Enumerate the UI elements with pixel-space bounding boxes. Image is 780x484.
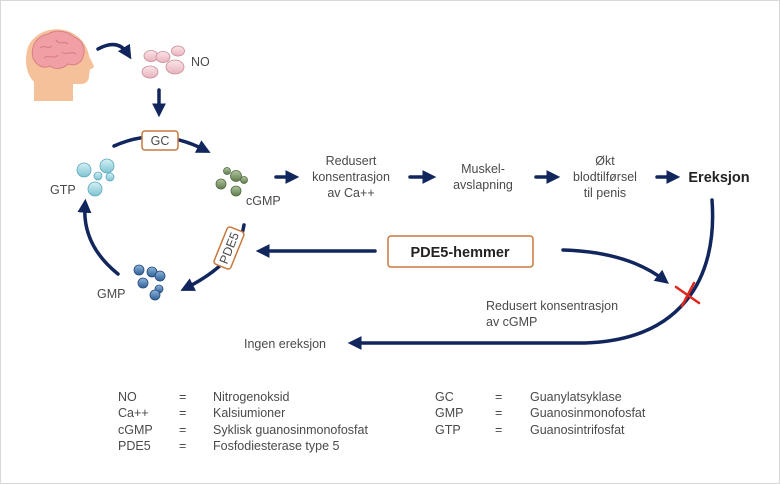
arrow-gmp-to-gtp bbox=[77, 198, 120, 276]
step-reduced-ca: Redusert konsentrasjon av Ca++ bbox=[312, 154, 390, 200]
step-increased-blood-flow: Økt blodtilførsel til penis bbox=[573, 154, 637, 200]
gtp-molecules bbox=[76, 158, 115, 197]
gc-label: GC bbox=[151, 134, 170, 148]
svg-text:GC: GC bbox=[435, 390, 454, 404]
pde5-box: PDE5 bbox=[213, 226, 245, 270]
svg-text:=: = bbox=[495, 406, 502, 420]
step-muscle-relaxation: Muskel- avslapning bbox=[453, 162, 513, 192]
svg-text:cGMP: cGMP bbox=[118, 423, 153, 437]
inhibitor-box bbox=[387, 235, 534, 268]
legend-row: GTP = Guanosintrifosfat bbox=[435, 423, 625, 437]
svg-text:GTP: GTP bbox=[435, 423, 461, 437]
arrow-head-to-no bbox=[96, 42, 132, 60]
svg-text:Økt: Økt bbox=[595, 154, 615, 168]
svg-text:Redusert: Redusert bbox=[326, 154, 377, 168]
cgmp-molecules bbox=[215, 167, 248, 197]
svg-text:Nitrogenoksid: Nitrogenoksid bbox=[213, 390, 289, 404]
svg-text:blodtilførsel: blodtilførsel bbox=[573, 170, 637, 184]
svg-text:Ca++: Ca++ bbox=[118, 406, 149, 420]
svg-text:Redusert konsentrasjon: Redusert konsentrasjon bbox=[486, 299, 618, 313]
no-label: NO bbox=[191, 55, 210, 69]
svg-text:=: = bbox=[179, 439, 186, 453]
gtp-label: GTP bbox=[50, 183, 76, 197]
svg-text:Kalsiumioner: Kalsiumioner bbox=[213, 406, 285, 420]
svg-text:Guanylatsyklase: Guanylatsyklase bbox=[530, 390, 622, 404]
gmp-molecules bbox=[133, 264, 166, 301]
svg-text:GMP: GMP bbox=[435, 406, 463, 420]
svg-text:av Ca++: av Ca++ bbox=[327, 186, 374, 200]
svg-text:Guanosintrifosfat: Guanosintrifosfat bbox=[530, 423, 625, 437]
svg-text:NO: NO bbox=[118, 390, 137, 404]
reduced-cgmp-text: Redusert konsentrasjon av cGMP bbox=[486, 299, 618, 329]
svg-text:Syklisk guanosinmonofosfat: Syklisk guanosinmonofosfat bbox=[213, 423, 368, 437]
svg-text:=: = bbox=[179, 390, 186, 404]
svg-text:Guanosinmonofosfat: Guanosinmonofosfat bbox=[530, 406, 646, 420]
cross-icon bbox=[674, 281, 701, 308]
legend: NO = Nitrogenoksid Ca++ = Kalsiumioner c… bbox=[118, 390, 646, 453]
head-with-brain-icon bbox=[26, 29, 94, 102]
gc-box bbox=[141, 130, 179, 151]
inhibitor-label: PDE5-hemmer bbox=[410, 245, 509, 261]
gmp-label: GMP bbox=[97, 287, 125, 301]
erection-label: Ereksjon bbox=[688, 170, 749, 186]
svg-text:til penis: til penis bbox=[584, 186, 626, 200]
cgmp-label: cGMP bbox=[246, 194, 281, 208]
arrow-inhibitor-to-erection-path bbox=[561, 248, 669, 284]
svg-text:Muskel-: Muskel- bbox=[461, 162, 505, 176]
svg-text:=: = bbox=[495, 390, 502, 404]
svg-text:=: = bbox=[179, 406, 186, 420]
svg-text:av cGMP: av cGMP bbox=[486, 315, 537, 329]
svg-text:PDE5: PDE5 bbox=[118, 439, 151, 453]
legend-row: cGMP = Syklisk guanosinmonofosfat bbox=[118, 423, 368, 437]
svg-text:=: = bbox=[179, 423, 186, 437]
no-molecules bbox=[141, 45, 185, 79]
svg-text:avslapning: avslapning bbox=[453, 178, 513, 192]
svg-text:=: = bbox=[495, 423, 502, 437]
no-erection-label: Ingen ereksjon bbox=[244, 337, 326, 351]
legend-row: GMP = Guanosinmonofosfat bbox=[435, 406, 646, 420]
svg-text:Fosfodiesterase type 5: Fosfodiesterase type 5 bbox=[213, 439, 340, 453]
legend-row: GC = Guanylatsyklase bbox=[435, 390, 622, 404]
legend-row: PDE5 = Fosfodiesterase type 5 bbox=[118, 439, 340, 453]
legend-row: NO = Nitrogenoksid bbox=[118, 390, 289, 404]
svg-text:konsentrasjon: konsentrasjon bbox=[312, 170, 390, 184]
legend-row: Ca++ = Kalsiumioner bbox=[118, 406, 285, 420]
